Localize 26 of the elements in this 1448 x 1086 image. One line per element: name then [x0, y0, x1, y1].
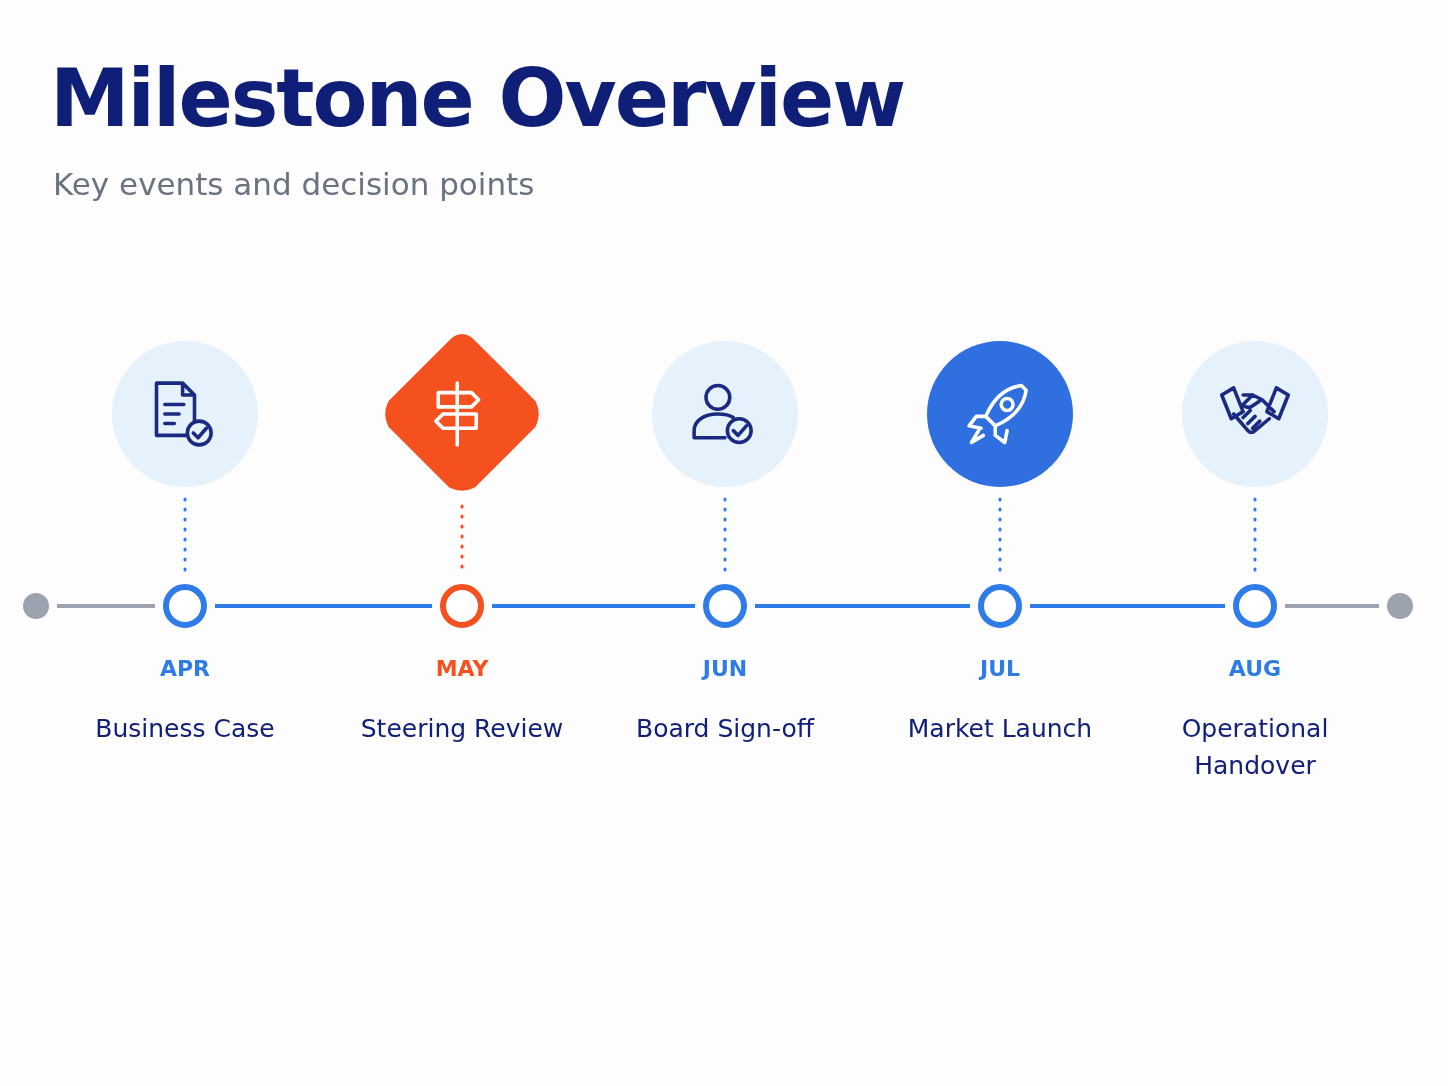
month-label: JUN — [702, 656, 748, 681]
timeline-line — [1030, 604, 1225, 608]
milestone-label: Steering Review — [359, 713, 565, 745]
milestone-label: Operational Handover — [1180, 713, 1330, 782]
timeline-line — [492, 604, 695, 608]
timeline-line — [215, 604, 432, 608]
title: Milestone Overview — [50, 52, 905, 145]
milestone-ring — [163, 584, 207, 628]
timeline-end-dot — [1387, 593, 1413, 619]
timeline-line — [57, 604, 155, 608]
timeline-line — [1285, 604, 1379, 608]
milestone-label: Business Case — [94, 713, 276, 745]
milestone-label: Market Launch — [906, 713, 1094, 745]
decision-diamond — [382, 334, 542, 494]
subtitle: Key events and decision points — [53, 166, 535, 202]
month-label: APR — [159, 656, 211, 681]
timeline-line — [755, 604, 970, 608]
month-label: MAY — [435, 656, 489, 681]
month-label: JUL — [979, 656, 1021, 681]
milestone-ring — [1233, 584, 1277, 628]
milestone-label: Board Sign-off — [635, 713, 816, 745]
milestone-ring — [978, 584, 1022, 628]
milestone-ring — [440, 584, 484, 628]
timeline-end-dot — [23, 593, 49, 619]
month-label: AUG — [1228, 656, 1282, 681]
milestone-ring — [703, 584, 747, 628]
